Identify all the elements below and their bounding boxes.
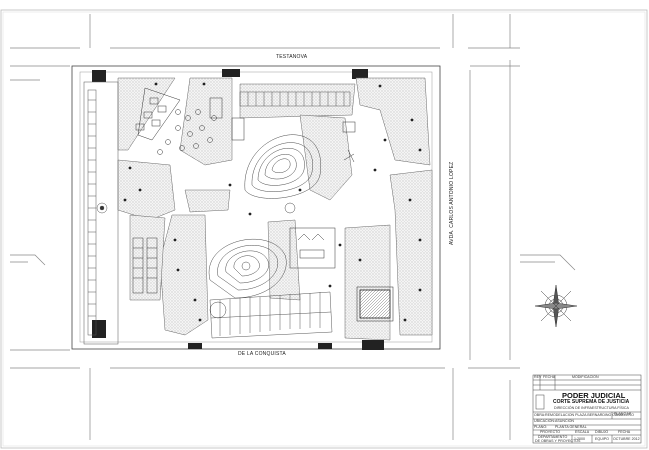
office-name: DIRECCIÓN DE INFRAESTRUCTURA FÍSICA (554, 406, 629, 410)
crosswalks (92, 69, 384, 350)
drawing-border (0, 9, 648, 449)
escala-value: 1:2000 (574, 437, 585, 441)
title-poder-judicial: PODER JUDICIAL (562, 391, 626, 400)
department-line-2: DE OBRAS Y PROYECTOS (535, 439, 581, 443)
obra-label: OBRA: (534, 413, 546, 417)
ubicacion-value: ASUNCION (555, 419, 574, 423)
street-label-top: TESTANOVA (276, 54, 308, 60)
street-curbs (10, 14, 576, 440)
left-arcade (83, 81, 119, 345)
obra-value: REMODELACION PLAZA BERNARDINO CABALLERO (545, 413, 634, 417)
plan-number-label: PLANO Nº (614, 412, 632, 416)
escala-label: ESCALA (575, 430, 590, 434)
date-header: FECHA (543, 375, 556, 379)
trees (123, 82, 422, 322)
ubicacion-label: UBICACION: (534, 419, 555, 423)
parking-top (239, 91, 351, 107)
rev-header: REV (534, 375, 542, 379)
kiosk-building (356, 286, 394, 322)
parking-bottom (209, 291, 333, 339)
plano-value: PLANTA GENERAL (555, 425, 587, 429)
fecha-value: OCTUBRE 2012 (613, 437, 640, 441)
dibujo-value: EQUIPO (595, 437, 609, 441)
department-line-1: DEPARTAMENTO (538, 435, 568, 439)
compass-rose-icon (534, 284, 578, 328)
fecha-label: FECHA (618, 430, 631, 434)
title-corte-suprema: CORTE SUPREMA DE JUSTICIA (553, 399, 630, 405)
street-label-bottom: DE LA CONQUISTA (238, 351, 286, 357)
proyecto-label: PROYECTO (540, 430, 561, 434)
modification-header: MODIFICACION (572, 375, 599, 379)
title-block-frame (532, 374, 642, 444)
dibujo-label: DIBUJO (595, 430, 609, 434)
plano-label: PLANO: (534, 425, 548, 429)
street-label-right: AVDA. CARLOS ANTONIO LOPEZ (449, 161, 455, 245)
cafe-area (135, 87, 245, 155)
bench-row (132, 237, 158, 294)
stage-area (289, 121, 356, 269)
